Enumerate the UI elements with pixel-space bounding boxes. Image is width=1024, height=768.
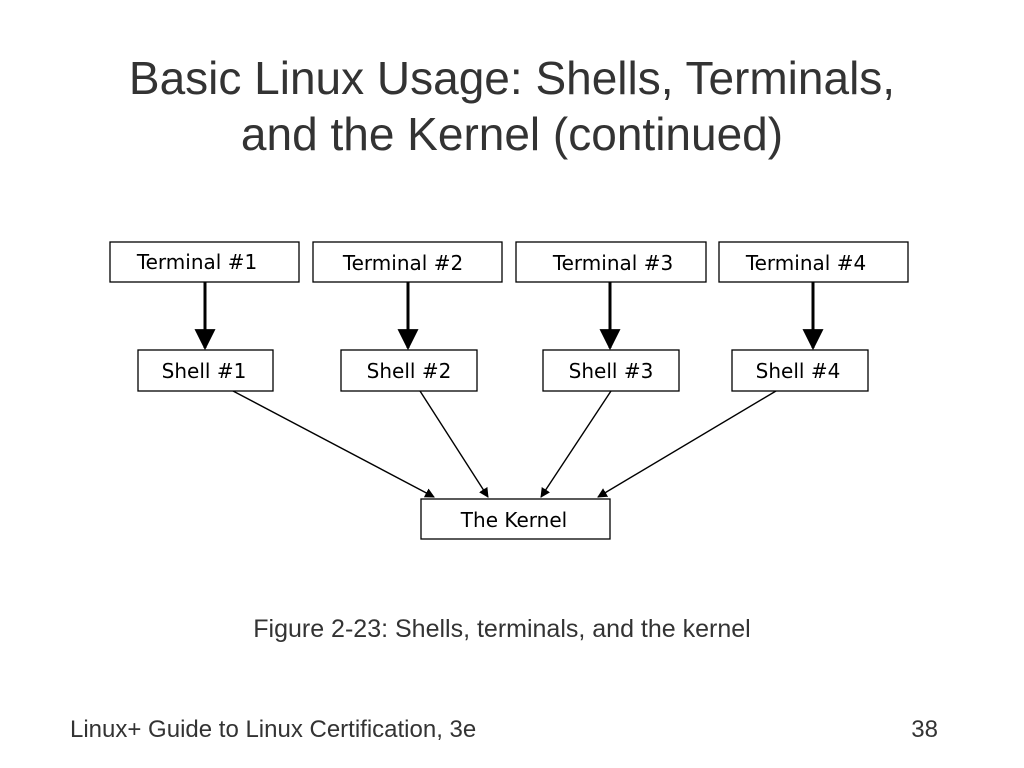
shell-3-label: Shell #3 <box>569 359 654 383</box>
shell-2-label: Shell #2 <box>367 359 452 383</box>
shell-2-node: Shell #2 <box>340 349 478 392</box>
page-number: 38 <box>911 716 938 743</box>
slide-title-line-2: and the Kernel (continued) <box>240 108 784 160</box>
shell-4-label: Shell #4 <box>756 359 841 383</box>
terminal-2-label: Terminal #2 <box>342 251 463 275</box>
slide-title-line-1: Basic Linux Usage: Shells, Terminals, <box>128 52 896 104</box>
edge-shell3-kernel <box>540 390 612 498</box>
terminal-1-node: Terminal #1 <box>109 241 300 283</box>
edge-shell2-kernel <box>419 390 489 498</box>
terminal-4-label: Terminal #4 <box>745 251 866 275</box>
terminal-3-node: Terminal #3 <box>515 241 707 283</box>
shell-4-node: Shell #4 <box>731 349 869 392</box>
terminal-4-node: Terminal #4 <box>718 241 909 283</box>
kernel-node: The Kernel <box>420 498 611 540</box>
terminal-1-label: Terminal #1 <box>136 250 257 274</box>
kernel-label: The Kernel <box>460 508 567 532</box>
shell-1-label: Shell #1 <box>162 359 247 383</box>
edge-shell1-kernel <box>232 390 435 498</box>
edge-shell4-kernel <box>597 390 777 498</box>
terminal-2-node: Terminal #2 <box>312 241 503 283</box>
figure-caption: Figure 2-23: Shells, terminals, and the … <box>253 615 751 643</box>
footer-book-title: Linux+ Guide to Linux Certification, 3e <box>70 716 477 743</box>
shell-1-node: Shell #1 <box>137 349 274 392</box>
terminal-3-label: Terminal #3 <box>552 251 673 275</box>
slide-title: Basic Linux Usage: Shells, Terminals, an… <box>0 50 1024 162</box>
shell-3-node: Shell #3 <box>542 349 680 392</box>
